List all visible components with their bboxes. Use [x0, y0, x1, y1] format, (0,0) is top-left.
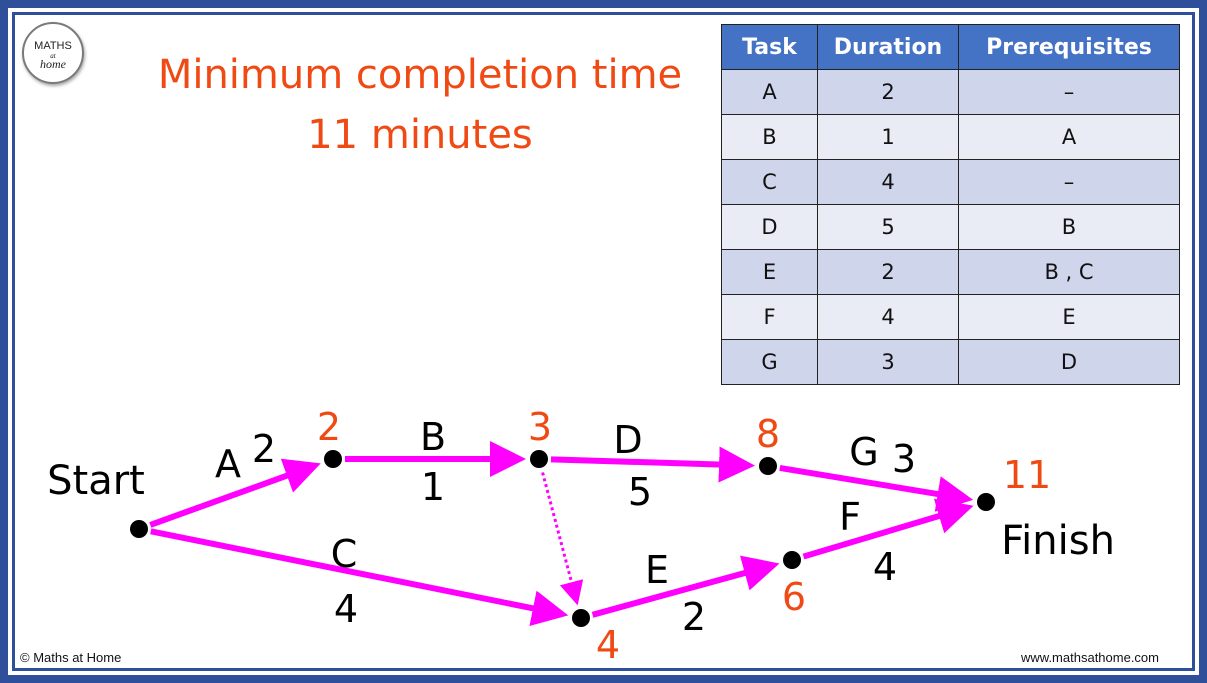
- logo-line-1: MATHS: [34, 40, 72, 52]
- cell-prerequisites: –: [958, 159, 1180, 205]
- title-line-1: Minimum completion time: [157, 52, 683, 98]
- logo-line-3: home: [40, 57, 66, 71]
- earliest-time-n4: 4: [596, 623, 620, 667]
- activity-label-a: A: [215, 442, 241, 486]
- event-node-n4: [572, 609, 590, 627]
- logo-line-2: at: [50, 52, 56, 60]
- cell-duration: 1: [817, 114, 959, 160]
- table-row: E 2 B , C: [721, 249, 1180, 295]
- table-row: F 4 E: [721, 294, 1180, 340]
- table-row: B 1 A: [721, 114, 1180, 160]
- activity-arrow-c: [150, 528, 569, 626]
- earliest-time-n5: 6: [782, 575, 806, 619]
- cell-duration: 3: [817, 339, 959, 385]
- activity-arrow-f: [802, 498, 974, 560]
- activity-duration-b: 1: [421, 465, 445, 509]
- dummy-activity-arrow: [541, 472, 584, 606]
- cell-prerequisites: A: [958, 114, 1180, 160]
- header-duration: Duration: [817, 24, 959, 70]
- activity-duration-a: 2: [252, 427, 276, 471]
- activity-arrow-g: [779, 464, 974, 512]
- start-label: Start: [47, 458, 145, 504]
- activity-duration-g: 3: [892, 437, 916, 481]
- activity-label-f: F: [839, 495, 861, 539]
- cell-task: F: [721, 294, 818, 340]
- activity-arrow-a: [149, 458, 321, 528]
- cell-duration: 4: [817, 159, 959, 205]
- cell-task: G: [721, 339, 818, 385]
- website-url: www.mathsathome.com: [1021, 650, 1159, 665]
- event-node-n3: [759, 457, 777, 475]
- event-node-n1: [324, 450, 342, 468]
- activity-duration-f: 4: [873, 545, 897, 589]
- header-prerequisites: Prerequisites: [958, 24, 1180, 70]
- table-row: A 2 –: [721, 69, 1180, 115]
- task-table: Task Duration Prerequisites A 2 – B 1 A …: [721, 24, 1180, 385]
- cell-duration: 4: [817, 294, 959, 340]
- event-node-n5: [783, 551, 801, 569]
- event-node-finish: [977, 493, 995, 511]
- activity-duration-e: 2: [682, 595, 706, 639]
- activity-label-g: G: [849, 430, 878, 474]
- title-line-2: 11 minutes: [307, 112, 533, 158]
- cell-task: E: [721, 249, 818, 295]
- cell-prerequisites: –: [958, 69, 1180, 115]
- activity-duration-c: 4: [334, 587, 358, 631]
- cell-duration: 2: [817, 249, 959, 295]
- activity-label-b: B: [420, 415, 446, 459]
- table-header-row: Task Duration Prerequisites: [721, 24, 1180, 70]
- inner-frame: [12, 12, 1195, 671]
- earliest-time-finish: 11: [1003, 453, 1051, 497]
- activity-duration-d: 5: [628, 470, 652, 514]
- table-row: G 3 D: [721, 339, 1180, 385]
- cell-task: C: [721, 159, 818, 205]
- activity-label-d: D: [613, 418, 642, 462]
- activity-arrow-d: [550, 446, 756, 483]
- cell-prerequisites: E: [958, 294, 1180, 340]
- activity-label-e: E: [645, 548, 669, 592]
- finish-label: Finish: [1001, 518, 1115, 564]
- event-node-start: [130, 520, 148, 538]
- earliest-time-n3: 8: [756, 412, 780, 456]
- earliest-time-n1: 2: [317, 405, 341, 449]
- cell-task: D: [721, 204, 818, 250]
- activity-label-c: C: [331, 532, 358, 576]
- maths-at-home-logo: MATHS at home: [22, 22, 84, 84]
- cell-task: A: [721, 69, 818, 115]
- cell-prerequisites: D: [958, 339, 1180, 385]
- cell-prerequisites: B , C: [958, 249, 1180, 295]
- event-node-n2: [530, 450, 548, 468]
- copyright-text: © Maths at Home: [20, 650, 122, 665]
- activity-arrow-e: [591, 555, 780, 618]
- earliest-time-n2: 3: [528, 405, 552, 449]
- header-task: Task: [721, 24, 818, 70]
- table-row: C 4 –: [721, 159, 1180, 205]
